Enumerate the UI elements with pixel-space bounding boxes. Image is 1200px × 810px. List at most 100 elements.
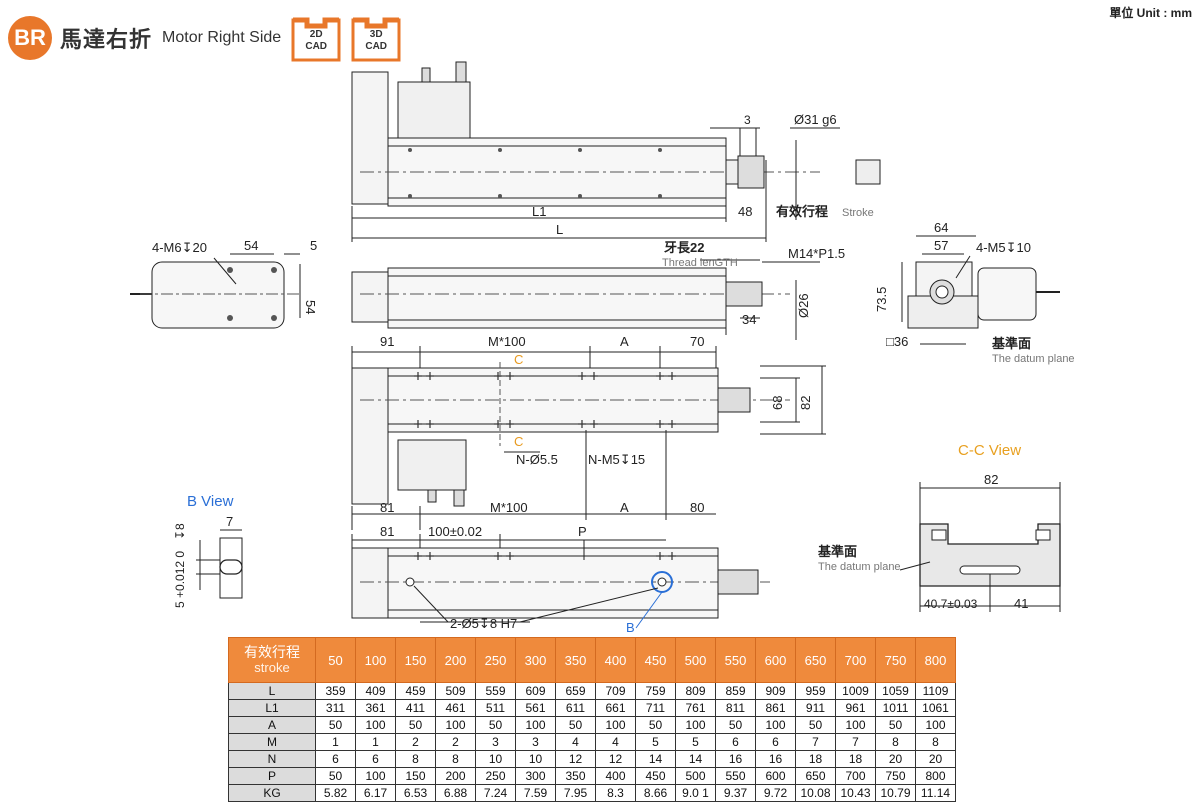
table-cell: 1	[315, 733, 356, 751]
dim-L1: L1	[532, 204, 546, 219]
table-cell: 50	[795, 716, 836, 734]
table-cell: 100	[355, 767, 396, 785]
table-cell: 709	[595, 682, 636, 700]
motor-body	[397, 81, 471, 139]
thread-length-cn: 牙長22	[664, 240, 704, 255]
dim-68: 68	[770, 396, 785, 410]
stroke-header: 750	[875, 637, 916, 683]
datum-plane2-en: The datum plane	[818, 561, 901, 573]
table-cell: 6	[355, 750, 396, 768]
table-cell: 611	[555, 699, 596, 717]
hole-n-m5-spec: N-M5	[588, 452, 620, 467]
table-cell: 911	[795, 699, 836, 717]
table-cell: 10.43	[835, 784, 876, 802]
dim-81-b: 81	[380, 524, 394, 539]
table-cell: 811	[715, 699, 756, 717]
table-cell: 4	[595, 733, 636, 751]
table-cell: 2	[435, 733, 476, 751]
row-header: L1	[228, 699, 316, 717]
table-cell: 500	[675, 767, 716, 785]
table-cell: 459	[395, 682, 436, 700]
table-cell: 600	[755, 767, 796, 785]
table-cell: 20	[915, 750, 956, 768]
stroke-header: 600	[755, 637, 796, 683]
stroke-header: 550	[715, 637, 756, 683]
table-cell: 961	[835, 699, 876, 717]
row-header: M	[228, 733, 316, 751]
table-cell: 1011	[875, 699, 916, 717]
table-cell: 8	[915, 733, 956, 751]
pin-hole-spec: 2-Ø5	[450, 616, 479, 631]
cad-folder-icon	[351, 17, 401, 62]
stroke-header: 450	[635, 637, 676, 683]
middle-side-view	[351, 259, 820, 340]
table-cell: 10.08	[795, 784, 836, 802]
row-header: KG	[228, 784, 316, 802]
dim-82-plan: 82	[798, 396, 813, 410]
table-cell: 6.17	[355, 784, 396, 802]
table-cell: 561	[515, 699, 556, 717]
table-cell: 16	[755, 750, 796, 768]
right-end-view	[901, 235, 1060, 345]
dim-7: 7	[226, 514, 233, 529]
table-cell: 250	[475, 767, 516, 785]
table-cell: 311	[315, 699, 356, 717]
dim-dia-26: Ø26	[796, 293, 811, 318]
table-cell: 2	[395, 733, 436, 751]
plan-view	[351, 346, 826, 530]
dim-57: 57	[934, 238, 948, 253]
hole-n-5-5: N-Ø5.5	[516, 452, 558, 467]
stroke-spec-table: 有效行程 stroke 50 100 150 200 250 300 350 4…	[228, 637, 956, 802]
row-header: N	[228, 750, 316, 768]
table-cell: 6.88	[435, 784, 476, 802]
row-header: L	[228, 682, 316, 700]
table-cell: 8.3	[595, 784, 636, 802]
right-m5-depth: 10	[1017, 240, 1031, 255]
stroke-header: 300	[515, 637, 556, 683]
table-cell: 9.0 1	[675, 784, 716, 802]
table-cell: 12	[555, 750, 596, 768]
b-view-detail	[196, 529, 243, 599]
table-cell: 909	[755, 682, 796, 700]
table-cell: 100	[355, 716, 396, 734]
dim-P: P	[578, 524, 587, 539]
table-cell: 100	[835, 716, 876, 734]
table-cell: 100	[435, 716, 476, 734]
dim-80: 80	[690, 500, 704, 515]
pin-hole-depth: 8 H7	[490, 616, 517, 631]
c-c-view	[899, 482, 1061, 612]
table-cell: 5	[635, 733, 676, 751]
table-cell: 8	[395, 750, 436, 768]
table-cell: 8	[875, 733, 916, 751]
left-m6-depth: 20	[193, 240, 207, 255]
datum-plane2-cn: 基準面	[817, 544, 857, 559]
table-cell: 800	[915, 767, 956, 785]
b-view-depth: ↧8	[173, 523, 187, 540]
title-english: Motor Right Side	[162, 29, 282, 46]
table-cell: 100	[755, 716, 796, 734]
table-cell: 12	[595, 750, 636, 768]
table-cell: 759	[635, 682, 676, 700]
hole-n-m5-depth: 15	[631, 452, 645, 467]
table-cell: 661	[595, 699, 636, 717]
table-cell: 7	[795, 733, 836, 751]
row-header: A	[228, 716, 316, 734]
stroke-header: 800	[915, 637, 956, 683]
dim-70: 70	[690, 334, 704, 349]
hole-n-m5-label: N-M5↧15	[588, 452, 645, 467]
cad-2d-line1: 2D	[309, 29, 323, 40]
dim-40-7: 40.7±0.03	[924, 597, 978, 611]
table-cell: 100	[515, 716, 556, 734]
table-cell: 461	[435, 699, 476, 717]
table-cell: 1061	[915, 699, 956, 717]
table-cell: 150	[395, 767, 436, 785]
table-cell: 361	[355, 699, 396, 717]
table-cell: 50	[475, 716, 516, 734]
table-cell: 359	[315, 682, 356, 700]
b-view-callout: B	[626, 620, 635, 635]
left-m6-spec: 4-M6	[152, 240, 182, 255]
